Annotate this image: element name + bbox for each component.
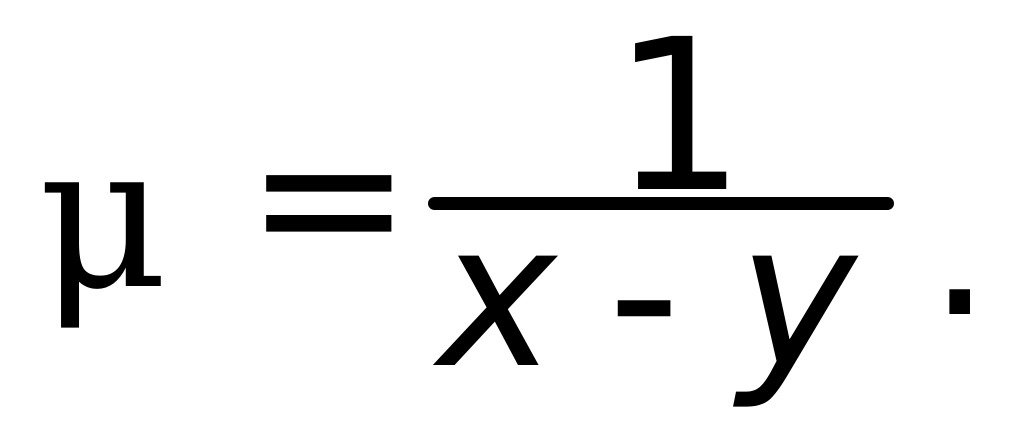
fraction-numerator: 1	[612, 0, 746, 239]
equals-sign: =	[245, 81, 413, 314]
mu-symbol: μ	[38, 101, 168, 334]
trailing-period: .	[928, 129, 992, 362]
fraction-bar	[428, 197, 894, 210]
denominator-y: y	[738, 180, 857, 413]
denominator-minus: -	[608, 178, 681, 411]
denominator-x: x	[438, 180, 557, 413]
